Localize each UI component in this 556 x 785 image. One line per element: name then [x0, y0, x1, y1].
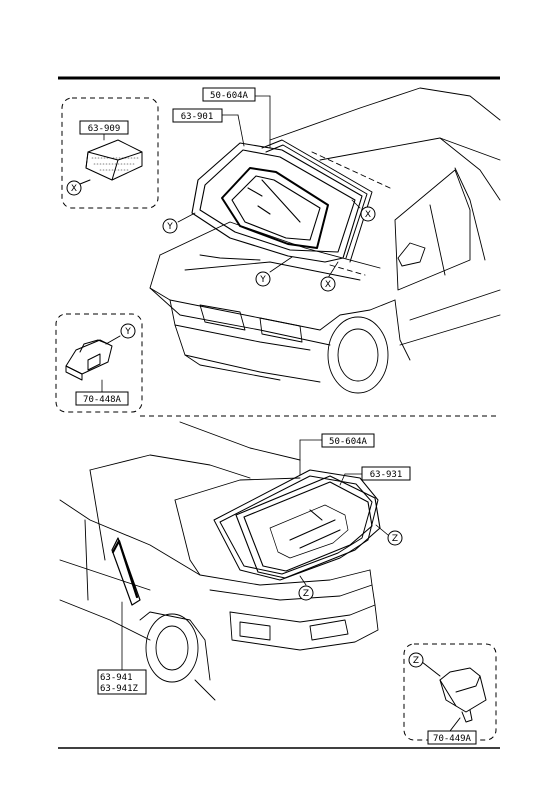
callout-x-spacer-letter: X	[71, 184, 77, 194]
front-clip-inset	[55, 313, 143, 413]
front-clip-part-number: 70-448A	[83, 395, 122, 405]
callout-z-bottom: Z	[298, 585, 314, 601]
rear-seal-part-number: 50-604A	[329, 437, 368, 447]
quarter-window-part-number: 63-941	[100, 673, 133, 683]
callout-z-clip: Z	[408, 652, 424, 668]
callout-y-bottom-letter: Y	[259, 275, 266, 285]
rear-clip-inset	[403, 643, 497, 741]
front-spacer-inset	[61, 97, 159, 209]
callout-z-bottom-letter: Z	[303, 589, 309, 599]
label-front-spacer: 63-909	[79, 120, 129, 135]
front-glass-part-number: 63-901	[181, 112, 214, 122]
label-rear-seal: 50-604A	[321, 433, 375, 448]
callout-y-clip-letter: Y	[124, 327, 131, 337]
callout-x-bottom-letter: X	[325, 280, 331, 290]
callout-x-bottom: X	[320, 276, 336, 292]
front-spacer-part-number: 63-909	[88, 124, 121, 134]
label-quarter-window: 63-941 63-941Z	[97, 669, 147, 695]
callout-y-clip: Y	[120, 323, 136, 339]
label-front-glass: 63-901	[172, 108, 223, 123]
rear-window-glass	[235, 475, 381, 579]
rear-window-seal	[213, 469, 379, 581]
callout-x-spacer: X	[66, 180, 82, 196]
rear-car-illustration	[59, 421, 379, 701]
front-windshield-glass	[191, 142, 363, 263]
callout-x-right: X	[360, 206, 376, 222]
callout-z-right-letter: Z	[392, 534, 398, 544]
front-seal-part-number: 50-604A	[210, 91, 249, 101]
quarter-window-alt-part-number: 63-941Z	[100, 684, 139, 694]
quarter-window-glass	[111, 537, 141, 606]
rear-leader-lines	[121, 439, 389, 671]
front-leader-lines	[101, 95, 361, 393]
front-windshield-seal	[261, 139, 373, 263]
front-car-illustration	[149, 87, 501, 394]
callout-y-bottom: Y	[255, 271, 271, 287]
callout-x-right-letter: X	[365, 210, 371, 220]
label-front-clip: 70-448A	[75, 391, 129, 406]
callout-y-left: Y	[162, 218, 178, 234]
callout-z-clip-letter: Z	[413, 656, 419, 666]
label-rear-glass: 63-931	[361, 466, 411, 481]
rear-clip-part-number: 70-449A	[433, 734, 472, 744]
label-rear-clip: 70-449A	[427, 730, 477, 745]
callout-z-right: Z	[387, 530, 403, 546]
rear-glass-part-number: 63-931	[370, 470, 403, 480]
label-front-seal: 50-604A	[202, 87, 256, 102]
callout-y-left-letter: Y	[166, 222, 173, 232]
